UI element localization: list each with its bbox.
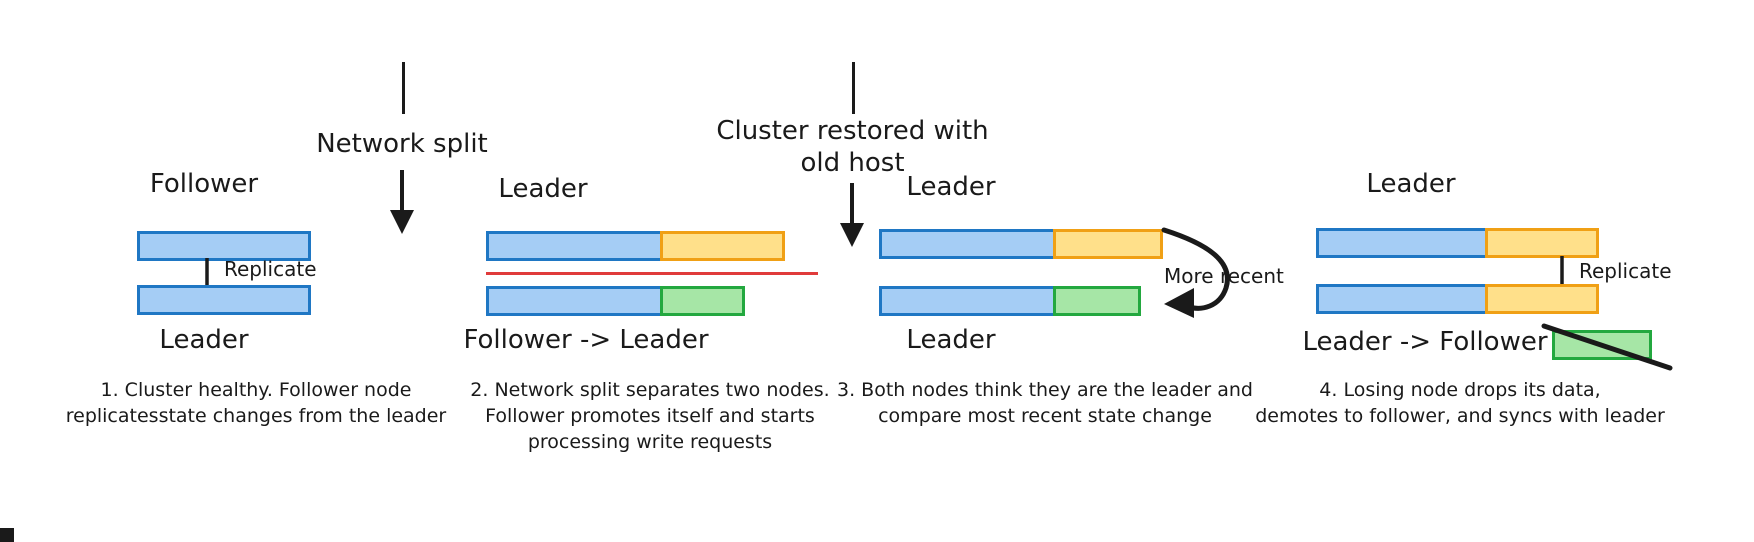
panel-3-leader-b-bar: [879, 286, 1141, 316]
panel-4-bottom-role-label: Leader -> Follower: [1302, 327, 1548, 357]
panel-4-leader-segment-amber: [1485, 228, 1599, 258]
panel-3-more-recent-arrow: [1161, 227, 1230, 318]
panel-3-leader-a-segment-blue: [879, 229, 1056, 259]
panel-2-promoted-bar: [486, 286, 745, 316]
panel-1-caption-line1: 1. Cluster healthy. Follower node: [100, 379, 412, 401]
panel-4-leader-bar: [1316, 228, 1599, 258]
cluster-restored-label-line1: Cluster restored with: [716, 116, 989, 146]
panel-2-leader-segment-blue: [486, 231, 663, 261]
panel-2-caption-line2: Follower promotes itself and starts: [485, 405, 815, 427]
panel-2-leader-segment-amber: [660, 231, 785, 261]
panel-1-bottom-role-label: Leader: [159, 325, 249, 355]
panel-1-replicate-label: Replicate: [224, 257, 317, 281]
panel-4-follower-segment-amber: [1485, 284, 1599, 314]
panel-1-follower-segment-blue: [137, 231, 311, 261]
panel-2-promoted-segment-blue: [486, 286, 663, 316]
panel-4-leader-segment-blue: [1316, 228, 1488, 258]
panel-4-follower-segment-blue: [1316, 284, 1488, 314]
panel-1-top-role-label: Follower: [149, 169, 259, 199]
panel-2-network-split-divider: [486, 272, 818, 275]
panel-4-caption-line2: demotes to follower, and syncs with lead…: [1255, 405, 1665, 427]
panel-3-caption-line2: compare most recent state change: [878, 405, 1212, 427]
panel-3-leader-b-segment-blue: [879, 286, 1056, 316]
panel-3-bottom-role-label: Leader: [906, 325, 996, 355]
panel-3-leader-b-segment-green: [1053, 286, 1141, 316]
panel-3-top-role-label: Leader: [906, 172, 996, 202]
panel-2-top-role-label: Leader: [498, 174, 588, 204]
panel-3-more-recent-label: More recent: [1164, 264, 1284, 288]
panel-1-leader-bar: [137, 285, 311, 315]
network-split-label: Network split: [316, 129, 488, 159]
panel-2-bottom-role-label: Follower -> Leader: [463, 325, 709, 355]
panel-1-leader-segment-blue: [137, 285, 311, 315]
panel-4-top-role-label: Leader: [1366, 169, 1456, 199]
network-split-arrow: [390, 170, 414, 234]
panel-2-caption-line1: 2. Network split separates two nodes.: [470, 379, 830, 401]
cluster-restored-label-line2: old host: [800, 148, 905, 178]
corner-mark: [0, 528, 14, 542]
panel-4-replicate-label: Replicate: [1579, 259, 1672, 283]
panel-1-follower-bar: [137, 231, 311, 261]
panel-2-caption-line3: processing write requests: [527, 431, 773, 453]
cluster-restored-tick: [852, 62, 855, 114]
cluster-restored-arrow: [840, 183, 864, 247]
panel-4-caption-line1: 4. Losing node drops its data,: [1319, 379, 1601, 401]
panel-4-follower-bar: [1316, 284, 1599, 314]
network-split-tick: [402, 62, 405, 114]
panel-4-strikethrough-icon: [1541, 323, 1673, 371]
panel-3-leader-a-bar: [879, 229, 1163, 259]
panel-3-leader-a-segment-amber: [1053, 229, 1163, 259]
panel-2-promoted-segment-green: [660, 286, 745, 316]
panel-1-caption-line2: replicatesstate changes from the leader: [65, 405, 447, 427]
panel-3-caption-line1: 3. Both nodes think they are the leader …: [837, 379, 1253, 401]
panel-2-leader-bar: [486, 231, 785, 261]
